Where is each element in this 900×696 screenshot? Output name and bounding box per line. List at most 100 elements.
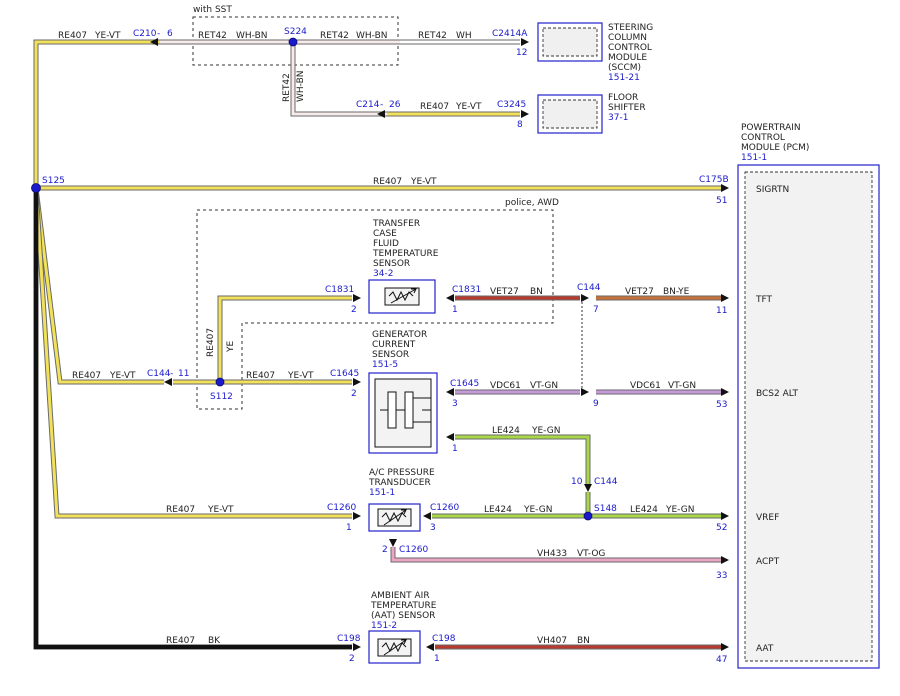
pcm-pin-vref: 52 [716, 523, 727, 533]
conn-c1260-right-pin: 3 [430, 523, 436, 533]
gcs-name-3: SENSOR [372, 350, 409, 360]
floor-shifter-inner [542, 99, 598, 129]
sccm-name-2: COLUMN [608, 33, 647, 43]
pcm-pin-tft: 11 [716, 306, 727, 316]
splice-s125-label: S125 [42, 176, 65, 186]
wire-c1260-right-color: YE-GN [523, 505, 552, 515]
wire-s112-vert-color: YE [226, 341, 236, 353]
conn-c3245: C3245 [497, 100, 526, 110]
wire-s148-right-circuit: LE424 [630, 505, 658, 515]
sccm-name-1: STEERING [608, 23, 653, 33]
arrow-acpt [721, 556, 729, 564]
conn-c198-right: C198 [432, 634, 456, 644]
conn-c210: C210 [133, 29, 157, 39]
aat-variable-arrow [383, 639, 407, 656]
splice-s224-dot [288, 37, 298, 47]
wires [33, 39, 721, 650]
pcm-pin-bcs2: 53 [716, 400, 727, 410]
gcs-element-2 [404, 391, 414, 429]
pcm-signal-acpt: ACPT [756, 557, 780, 567]
acpt-name-1: A/C PRESSURE [369, 468, 435, 478]
conn-c175b: C175B [699, 175, 729, 185]
splice-s224-label: S224 [284, 27, 307, 37]
conn-c198-left: C198 [337, 634, 361, 644]
floor-shifter-name-2: SHIFTER [608, 103, 646, 113]
conn-c1260-pin2: 2 [382, 545, 388, 555]
conn-c1645-right-pin: 3 [452, 399, 458, 409]
wire-c214-color: YE-VT [455, 102, 482, 112]
pcm-pin-sigrtn: 51 [716, 196, 727, 206]
conn-c144-bcs-pin: 9 [593, 399, 599, 409]
conn-c144-tft-pin: 7 [593, 305, 599, 315]
pcm-signal-tft: TFT [755, 295, 773, 305]
wire-sigrtn-circuit: RE407 [373, 177, 402, 187]
conn-c1260-left-pin: 1 [346, 523, 352, 533]
wire-gcs-ye-gn [455, 435, 590, 484]
wire-c1260-left-circuit: RE407 [166, 505, 195, 515]
arrow-c3245 [521, 110, 529, 118]
conn-c1645-left-pin: 2 [351, 389, 357, 399]
acpt-name-2: TRANSDUCER [368, 478, 431, 488]
wire-aat-bk-outline [33, 188, 352, 650]
floor-shifter-name-1: FLOOR [608, 93, 638, 103]
splice-s125-dot [31, 183, 41, 193]
gcs-inner [374, 378, 432, 448]
arrow-aat [721, 643, 729, 651]
wire-s125-to-c1260-outline [33, 187, 352, 519]
gcs-name-1: GENERATOR [372, 330, 427, 340]
pcm-name-2: CONTROL [741, 133, 785, 143]
conn-c144-left: C144 [147, 369, 171, 379]
tcft-ref: 34-2 [373, 269, 393, 279]
tcft-name-3: FLUID [373, 239, 399, 249]
floor-shifter-ref: 37-1 [608, 113, 628, 123]
arrow-tft [721, 294, 729, 302]
arrow-c1260-pin2 [389, 539, 397, 547]
wire-c144-bcs-color: VT-GN [668, 381, 696, 391]
wire-c1645-circuit: VDC61 [490, 381, 521, 391]
wire-c144-tft-circuit: VET27 [625, 287, 654, 297]
wire-c214-circuit: RE407 [420, 102, 449, 112]
wire-top-left-color: YE-VT [94, 31, 121, 41]
sccm-ref: 151-21 [608, 73, 640, 83]
conn-c144-tft: C144 [577, 283, 601, 293]
pcm-name-3: MODULE (PCM) [741, 143, 809, 153]
wire-s148-right-color: YE-GN [665, 505, 694, 515]
tcft-name-5: SENSOR [373, 259, 410, 269]
wire-s112-vert-circuit: RE407 [206, 328, 216, 357]
arrow-c214 [377, 110, 385, 118]
tcft-name-2: CASE [373, 229, 397, 239]
wire-gcs-ye-gn-outline [455, 434, 591, 484]
conn-c2414a: C2414A [492, 29, 528, 39]
conn-c1831-right: C1831 [452, 285, 481, 295]
gcs-ref: 151-5 [372, 360, 398, 370]
arrow-c1645-right [446, 388, 454, 396]
splice-s112-label: S112 [210, 392, 233, 402]
wire-s112-ye [218, 296, 352, 382]
conn-c144-left-pin: 11 [178, 369, 189, 379]
conn-c214-dash: - [380, 100, 383, 110]
sccm-inner [542, 27, 598, 57]
with-sst-label: with SST [193, 5, 232, 15]
wire-s125-trunk-ye-vt [34, 40, 160, 188]
splice-s112-dot [215, 377, 225, 387]
pcm-inner [744, 171, 873, 662]
wire-c1831-circuit: VET27 [490, 287, 519, 297]
pcm-ref: 151-1 [741, 153, 767, 163]
arrow-c210 [150, 38, 158, 46]
acpt-ref: 151-1 [369, 488, 395, 498]
arrow-c144-tft [581, 294, 589, 302]
wire-acpt-circuit: VH433 [537, 549, 567, 559]
wire-acpt-vt-og [391, 547, 721, 562]
wire-gcs-pin1-circuit: LE424 [492, 426, 520, 436]
conn-c198-right-pin: 1 [434, 654, 440, 664]
tcft-name-1: TRANSFER [372, 219, 420, 229]
police-awd-box [196, 209, 554, 410]
wire-sst-right-circuit: RET42 [320, 31, 349, 41]
wire-c144-bcs-circuit: VDC61 [630, 381, 661, 391]
conn-c214: C214 [356, 100, 380, 110]
wire-acpt-color: VT-OG [577, 549, 605, 559]
sccm-name-4: MODULE [608, 53, 647, 63]
splice-s148-dot [583, 511, 593, 521]
aat-name-3: (AAT) SENSOR [371, 611, 435, 621]
